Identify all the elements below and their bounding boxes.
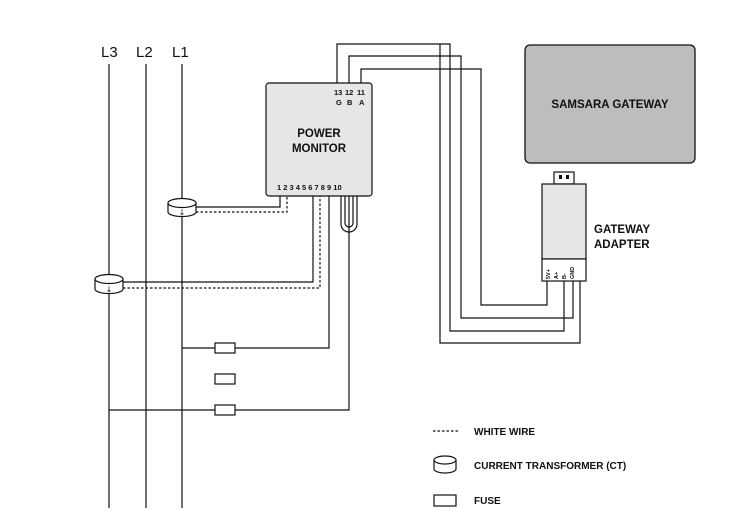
legend-ct: CURRENT TRANSFORMER (CT) xyxy=(474,461,626,472)
legend: WHITE WIRE CURRENT TRANSFORMER (CT) FUSE xyxy=(433,427,626,507)
ct-arrow-icon: ↓ xyxy=(179,208,186,217)
pm-term-b: B xyxy=(347,98,353,107)
pm-term-a: A xyxy=(359,98,365,107)
pm-bottom-terminals: 1 2 3 4 5 6 7 8 9 10 xyxy=(277,183,342,192)
adapter-pin-b: B- xyxy=(562,273,568,279)
pm-title-2: MONITOR xyxy=(292,143,347,155)
comm-wires xyxy=(336,43,581,344)
pm-term-11: 11 xyxy=(357,88,365,97)
legend-fuse: FUSE xyxy=(474,496,501,507)
jumper-loop-outer xyxy=(340,196,358,233)
ct-l3: ↓ xyxy=(94,273,124,295)
plug-pin xyxy=(559,175,562,179)
ct-arrow-icon: ↓ xyxy=(106,285,113,294)
fuse-3 xyxy=(214,404,236,416)
adapter-plug xyxy=(553,171,575,185)
fuse-1 xyxy=(214,342,236,354)
fuse-2 xyxy=(214,373,236,385)
gateway-title: SAMSARA GATEWAY xyxy=(551,99,668,111)
legend-white-wire: WHITE WIRE xyxy=(474,427,535,438)
adapter-pin-a: A+ xyxy=(554,272,560,279)
power-monitor: 13 12 11 G B A POWER MONITOR 1 2 3 4 5 6… xyxy=(265,82,373,197)
jumper-loop-inner xyxy=(344,196,354,228)
plug-pin xyxy=(566,175,569,179)
ct-l3-wires xyxy=(123,196,321,289)
pm-term-g: G xyxy=(336,98,342,107)
gateway-adapter: 5V+ A+ B- GND xyxy=(541,183,587,282)
pm-title-1: POWER xyxy=(297,128,341,140)
ct-l1: ↓ xyxy=(167,197,197,218)
line-label-l2: L2 xyxy=(136,44,153,61)
pm-term-13: 13 xyxy=(334,88,342,97)
line-label-l1: L1 xyxy=(172,44,189,61)
adapter-pin-gnd: GND xyxy=(570,267,576,279)
voltage-wire-10 xyxy=(235,196,350,411)
ct-l1-wires xyxy=(196,196,288,213)
legend-fuse-icon xyxy=(433,494,457,507)
adapter-title-2: ADAPTER xyxy=(594,239,650,251)
pm-term-12: 12 xyxy=(345,88,353,97)
voltage-wire-8 xyxy=(235,196,330,349)
legend-ct-icon xyxy=(433,455,457,474)
adapter-pin-5v: 5V+ xyxy=(546,269,552,279)
adapter-title-1: GATEWAY xyxy=(594,224,651,236)
samsara-gateway: SAMSARA GATEWAY xyxy=(524,44,696,164)
line-label-l3: L3 xyxy=(101,44,118,61)
